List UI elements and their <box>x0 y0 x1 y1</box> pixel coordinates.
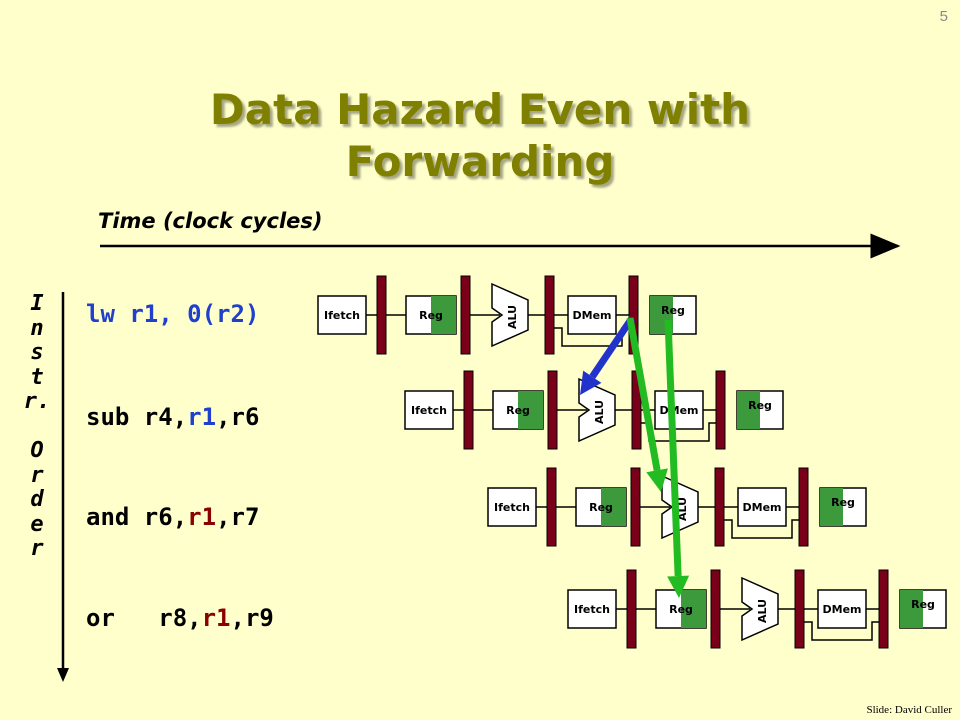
pipeline-register <box>630 467 641 547</box>
pipeline-register <box>710 569 721 649</box>
forward-shaft <box>589 316 635 379</box>
reg-write-half <box>820 488 843 526</box>
order-axis-arrowhead <box>57 668 69 682</box>
alu-stage <box>661 474 699 540</box>
reg-write-half <box>737 391 760 429</box>
forward-arrow-to-sub <box>580 316 635 395</box>
reg-read-label: Reg <box>419 309 443 322</box>
ifetch-label: Ifetch <box>494 501 530 514</box>
reg-read-label: Reg <box>669 603 693 616</box>
order-letter: r <box>30 536 44 561</box>
order-letter: I <box>30 291 44 316</box>
alu-stage <box>578 377 616 443</box>
pipeline-register <box>376 275 387 355</box>
pipeline-register <box>463 370 474 450</box>
instruction-text-part: r1 <box>201 604 231 632</box>
order-letter: e <box>30 511 44 537</box>
alu-label: ALU <box>676 497 689 521</box>
reg-write-half <box>900 590 923 628</box>
title-line-2: Forwarding <box>345 137 615 186</box>
pipeline-row: Ifetch Reg ALU DMem Reg <box>317 275 697 355</box>
reg-write-label: Reg <box>661 304 685 317</box>
order-letter: r <box>30 462 44 488</box>
reg-read-label: Reg <box>506 404 530 417</box>
pipeline-register <box>544 275 555 355</box>
ifetch-label: Ifetch <box>324 309 360 322</box>
time-axis-label: Time (clock cycles) <box>98 209 323 233</box>
instruction-lw: lw r1, 0(r2) <box>86 300 259 328</box>
ifetch-label: Ifetch <box>574 603 610 616</box>
reg-write-label: Reg <box>911 598 935 611</box>
reg-read-half <box>431 296 456 334</box>
pipeline-register <box>798 467 809 547</box>
ifetch-stage <box>404 390 454 430</box>
forward-shaft <box>664 319 682 577</box>
order-letter: s <box>30 340 44 365</box>
bypass-wire <box>804 621 879 641</box>
order-letter: d <box>30 487 44 512</box>
dmem-label: DMem <box>823 603 862 616</box>
dmem-label: DMem <box>743 501 782 514</box>
order-letter: n <box>30 315 44 341</box>
reg-write-label: Reg <box>831 496 855 509</box>
bypass-wire <box>724 519 799 539</box>
ifetch-label: Ifetch <box>411 404 447 417</box>
forward-head <box>646 468 668 492</box>
instruction-text-part: and r6, <box>86 503 188 531</box>
pipeline-row: Ifetch Reg ALU DMem Reg <box>567 569 947 649</box>
reg-read-half <box>601 488 626 526</box>
instruction-text-part: r1 <box>187 503 217 531</box>
instruction-and: and r6,r1,r7 <box>86 503 259 531</box>
dmem-stage <box>817 589 867 629</box>
reg-write-label: Reg <box>748 399 772 412</box>
forward-shaft <box>626 317 661 471</box>
alu-label: ALU <box>506 305 519 329</box>
instruction-text-part: ,r6 <box>216 403 260 431</box>
forward-head <box>667 575 690 598</box>
order-letter: O <box>30 438 44 463</box>
forward-arrow-to-and <box>626 317 668 492</box>
pipeline-register <box>878 569 889 649</box>
pipeline-register <box>714 467 725 547</box>
reg-read-half <box>681 590 706 628</box>
pipeline-row: Ifetch Reg ALU DMem Reg <box>487 467 867 547</box>
instruction-text-part: or r8, <box>86 604 202 632</box>
alu-stage <box>491 282 529 348</box>
alu-label: ALU <box>593 400 606 424</box>
pipeline-register <box>547 370 558 450</box>
slide-number: 5 <box>939 8 948 25</box>
order-letter: r. <box>23 389 51 414</box>
dmem-label: DMem <box>660 404 699 417</box>
reg-read-half <box>518 391 543 429</box>
title-line-1: Data Hazard Even with <box>209 85 751 134</box>
instruction-text-part: lw r1, 0(r2) <box>86 300 260 328</box>
reg-read-label: Reg <box>589 501 613 514</box>
pipeline-register <box>715 370 726 450</box>
pipeline-register <box>794 569 805 649</box>
forward-arrow-to-or <box>664 319 690 598</box>
pipeline-register <box>626 569 637 649</box>
slide-title: Data Hazard Even with Forwarding <box>0 84 960 188</box>
forward-head <box>580 370 602 395</box>
instruction-text-part: sub r4, <box>86 403 188 431</box>
ifetch-stage <box>487 487 537 527</box>
pipeline-register <box>546 467 557 547</box>
instruction-or: or r8,r1,r9 <box>86 604 274 632</box>
instruction-text-part: ,r7 <box>216 503 260 531</box>
instruction-sub: sub r4,r1,r6 <box>86 403 259 431</box>
pipeline-register <box>460 275 471 355</box>
alu-stage <box>741 576 779 642</box>
slide-credit: Slide: David Culler <box>866 704 952 716</box>
dmem-label: DMem <box>573 309 612 322</box>
alu-label: ALU <box>756 599 769 623</box>
instruction-text-part: ,r9 <box>230 604 274 632</box>
instruction-text-part: r1 <box>187 403 217 431</box>
order-letter: t <box>30 364 44 390</box>
